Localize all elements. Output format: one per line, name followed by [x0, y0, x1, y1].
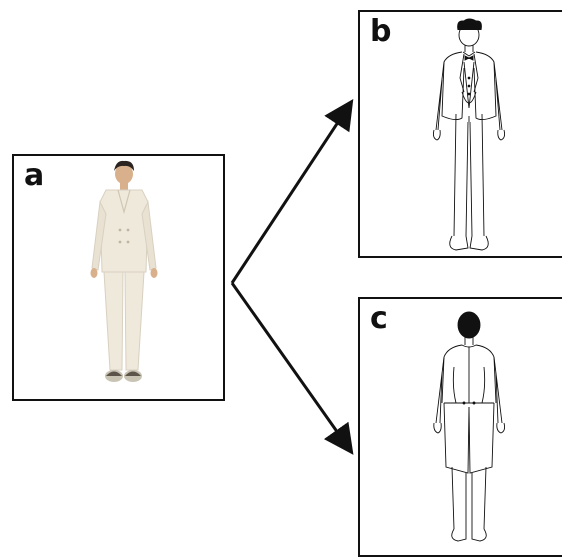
panel-c-label: c	[370, 304, 388, 334]
panel-c: c	[358, 297, 562, 557]
panel-b-label: b	[370, 17, 391, 47]
arrow-to-c	[232, 283, 350, 450]
panel-b: b	[358, 10, 562, 258]
tailcoat-back-drawing	[424, 307, 514, 543]
arrow-to-b	[232, 104, 350, 283]
panel-a-label: a	[24, 161, 44, 191]
tailcoat-front-drawing	[426, 18, 512, 254]
panel-a: a	[12, 154, 225, 401]
suit-photo-figure	[84, 160, 164, 396]
